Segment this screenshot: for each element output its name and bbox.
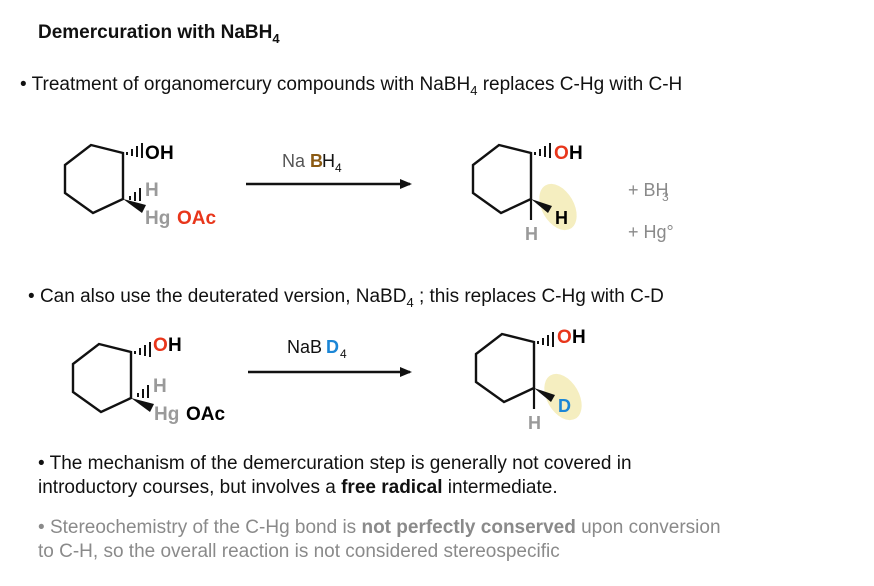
reaction-2-reactant: O H H Hg OAc (71, 335, 226, 425)
bullet-3-line-2: introductory courses, but involves a fre… (38, 476, 632, 500)
hashed-bond (537, 332, 554, 347)
wedge-bond (531, 199, 552, 213)
reagent-label: Na B H 4 (282, 151, 342, 175)
cyclohexane-ring (471, 143, 533, 215)
bullet-2-text-end: ; this replaces C-Hg with C-D (413, 286, 664, 307)
acetate-oxygen: OAc (177, 208, 217, 229)
hydrogen-atom: H (153, 376, 167, 397)
new-hydrogen-atom: H (555, 208, 568, 228)
bullet-dot: • (38, 517, 45, 538)
hydroxyl-hydrogen: H (569, 143, 583, 164)
hydroxyl-hydrogen: H (160, 143, 174, 164)
reaction-2-product: O H H D (474, 327, 586, 433)
bullet-4-text: Stereochemistry of the C-Hg bond is (49, 517, 362, 538)
hydrogen-atom: H (528, 413, 541, 433)
reaction-1-reactant: O H H Hg OAc (63, 143, 217, 229)
bullet-1-text: Treatment of organomercury compounds wit… (31, 74, 471, 95)
bullet-2: • Can also use the deuterated version, N… (28, 286, 664, 310)
reagent-hydrogen: H (322, 151, 335, 171)
oxygen-atom: O (554, 143, 569, 164)
cyclohexane-ring (474, 332, 536, 404)
mercury-atom: Hg (154, 404, 179, 425)
reagent-label: NaB D 4 (287, 337, 347, 361)
title-subscript: 4 (272, 30, 280, 46)
bullet-1-subscript: 4 (470, 82, 478, 98)
emphasis-not-conserved: not perfectly conserved (361, 517, 576, 538)
bullet-1: • Treatment of organomercury compounds w… (20, 74, 682, 98)
deuterium-atom: D (558, 396, 571, 416)
hashed-bond (137, 385, 149, 398)
slide-title: Demercuration with NaBH4 (38, 22, 280, 46)
emphasis-free-radical: free radical (341, 477, 443, 498)
reagent-deuterium: D (326, 337, 339, 357)
hashed-bond (534, 143, 551, 158)
bullet-3-line-1: • The mechanism of the demercuration ste… (38, 452, 632, 476)
bullet-3-text-2: introductory courses, but involves a (38, 477, 342, 498)
hydrogen-atom: H (145, 180, 159, 201)
hashed-bond (129, 188, 141, 201)
bullet-dot: • (20, 74, 27, 95)
reagent-sodium-boron: NaB (287, 337, 322, 357)
hydrogen-atom: H (525, 224, 538, 244)
wedge-bond (123, 199, 146, 213)
hashed-bond (126, 143, 143, 158)
oxygen-atom: O (145, 143, 160, 164)
byproduct-borane: + BH 3 (628, 180, 669, 204)
bullet-4-text-2: upon conversion (575, 517, 721, 538)
hydroxyl-hydrogen: H (168, 335, 182, 356)
bullet-3-text-3: intermediate. (442, 477, 558, 498)
reagent-boron: B (310, 151, 323, 171)
oxygen-atom: O (153, 335, 168, 356)
bullet-1-text-end: replaces C-Hg with C-H (477, 74, 683, 95)
cyclohexane-ring (63, 143, 125, 215)
oxygen-atom: O (557, 327, 572, 348)
cyclohexane-ring (71, 342, 133, 414)
bullet-4-line-1: • Stereochemistry of the C-Hg bond is no… (38, 516, 721, 540)
bullet-4-line-2: to C-H, so the overall reaction is not c… (38, 541, 560, 562)
bullet-4: • Stereochemistry of the C-Hg bond is no… (38, 516, 721, 564)
bullet-dot: • (28, 286, 35, 307)
highlight-glow (544, 373, 582, 421)
byproduct-mercury: + Hg° (628, 222, 674, 242)
bullet-3: • The mechanism of the demercuration ste… (38, 452, 632, 500)
bullet-2-text: Can also use the deuterated version, NaB… (39, 286, 407, 307)
reagent-sodium: Na (282, 151, 306, 171)
wedge-bond (534, 388, 555, 402)
reagent-subscript: 4 (340, 347, 347, 361)
title-text: Demercuration with NaBH (38, 22, 273, 43)
bullet-2-subscript: 4 (406, 294, 414, 310)
hashed-bond (134, 342, 151, 357)
bullet-dot: • (38, 453, 45, 474)
mercury-atom: Hg (145, 208, 170, 229)
highlight-glow (539, 183, 577, 231)
byproduct-borane-text: + BH (628, 180, 669, 200)
acetate-oxygen: OAc (186, 404, 226, 425)
bullet-3-text: The mechanism of the demercuration step … (49, 453, 632, 474)
byproduct-borane-subscript: 3 (662, 190, 669, 204)
reaction-1-product: O H H H (471, 143, 583, 244)
wedge-bond (131, 398, 154, 412)
reagent-subscript: 4 (335, 161, 342, 175)
hydroxyl-hydrogen: H (572, 327, 586, 348)
